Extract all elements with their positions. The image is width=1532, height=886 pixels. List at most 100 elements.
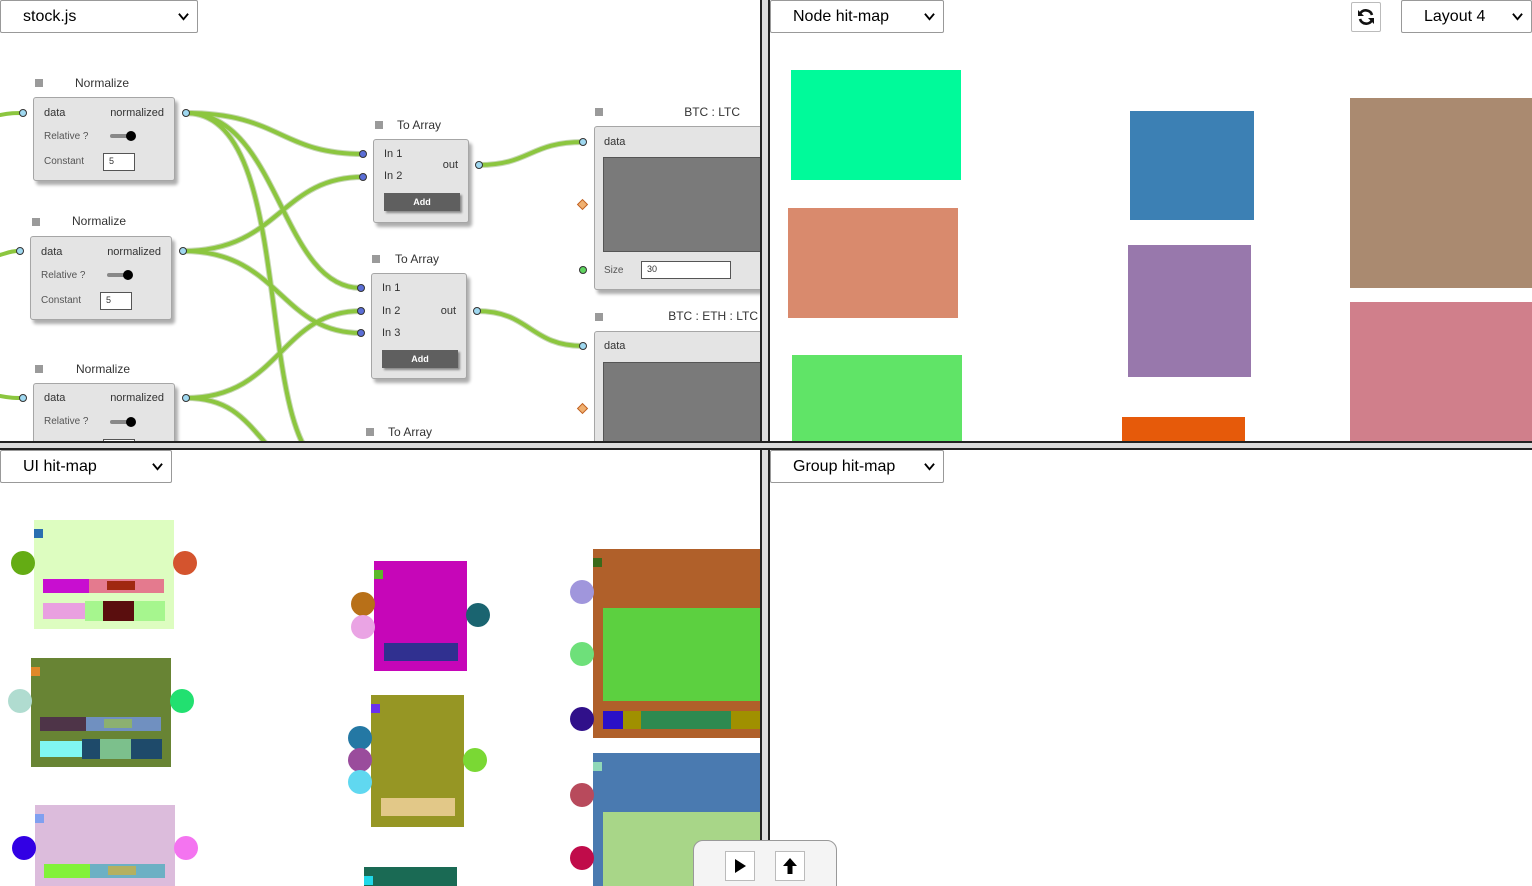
constant-label: Constant: [41, 295, 82, 306]
constant-input[interactable]: [103, 439, 135, 441]
hit-port: [8, 689, 32, 713]
hit-region: [1350, 302, 1532, 441]
port-label-in1: In 1: [384, 148, 403, 160]
hit-port: [351, 615, 375, 639]
file-select[interactable]: stock.js: [0, 0, 198, 33]
view-select-bottom-left[interactable]: UI hit-map: [0, 450, 172, 483]
wire: [181, 249, 363, 335]
view-select-bottom-right[interactable]: Group hit-map: [770, 450, 944, 483]
hit-region: [1130, 111, 1254, 220]
port-in: [359, 150, 367, 158]
node-title: To Array: [397, 118, 442, 132]
to-array-node[interactable]: In 1 In 2 out Add: [373, 139, 469, 223]
chevron-down-icon: [924, 13, 935, 21]
port-label-in1: In 1: [382, 282, 401, 294]
hit-region: [603, 608, 760, 701]
play-button[interactable]: [725, 851, 755, 881]
port-in: [357, 307, 365, 315]
normalize-node[interactable]: data normalized Relative ?: [33, 383, 175, 441]
hit-region: [107, 581, 135, 590]
hit-region: [603, 711, 623, 729]
node-title: To Array: [395, 252, 440, 266]
hit-region: [35, 814, 44, 823]
port-in: [16, 247, 24, 255]
hit-region: [40, 741, 82, 757]
port-out: [475, 161, 483, 169]
hit-region: [384, 643, 458, 661]
wire: [184, 111, 365, 156]
to-array-node[interactable]: In 1 In 2 In 3 out Add: [371, 273, 467, 379]
hit-port: [351, 592, 375, 616]
hit-region: [593, 558, 602, 567]
constant-input[interactable]: 5: [103, 153, 135, 171]
upload-button[interactable]: [775, 851, 805, 881]
node-hit-map-pane[interactable]: Node hit-map Layout 4: [770, 0, 1532, 441]
hit-region: [371, 704, 380, 713]
hit-port: [463, 748, 487, 772]
playback-toolbar: [693, 840, 837, 886]
node-title: BTC : LTC: [684, 105, 740, 119]
chart-view: [603, 362, 760, 441]
port-in: [359, 173, 367, 181]
play-icon: [735, 859, 746, 873]
size-input[interactable]: 30: [641, 261, 731, 279]
add-button[interactable]: Add: [384, 193, 460, 211]
hit-port: [173, 551, 197, 575]
group-hit-map-pane[interactable]: Group hit-map: [770, 450, 1532, 886]
hit-port: [570, 783, 594, 807]
node-handle[interactable]: [595, 313, 603, 321]
hit-port: [570, 707, 594, 731]
hit-port: [11, 551, 35, 575]
normalize-node[interactable]: data normalized Relative ? Constant 5: [30, 236, 172, 320]
port-label-data: data: [44, 107, 66, 119]
graph-editor-pane[interactable]: Normalize data normalized Relative ? Con…: [0, 0, 760, 441]
node-handle[interactable]: [35, 79, 43, 87]
view-select-top-right[interactable]: Node hit-map: [770, 0, 944, 33]
chevron-down-icon: [178, 13, 189, 21]
port-label-in2: In 2: [382, 305, 401, 317]
relative-toggle[interactable]: [110, 417, 136, 427]
normalize-node[interactable]: data normalized Relative ? Constant 5: [33, 97, 175, 181]
node-title: Normalize: [76, 362, 131, 376]
hit-port: [170, 689, 194, 713]
constant-input[interactable]: 5: [100, 292, 132, 310]
add-button[interactable]: Add: [382, 350, 458, 368]
btc-eth-ltc-chart-node[interactable]: data: [594, 331, 760, 441]
chart-view: [603, 157, 760, 252]
layout-select[interactable]: Layout 4: [1401, 0, 1532, 33]
wire: [184, 396, 267, 441]
constant-label: Constant: [44, 156, 85, 167]
hit-region: [381, 798, 455, 816]
hit-region: [104, 719, 132, 728]
node-handle[interactable]: [372, 255, 380, 263]
relative-toggle[interactable]: [107, 270, 133, 280]
relative-toggle[interactable]: [110, 131, 136, 141]
layout-select-value: Layout 4: [1424, 7, 1486, 25]
node-handle[interactable]: [375, 121, 383, 129]
hit-region: [31, 667, 40, 676]
btc-ltc-chart-node[interactable]: data Size 30: [594, 126, 760, 290]
port-label-normalized: normalized: [110, 107, 164, 119]
node-title: Normalize: [72, 214, 127, 228]
wire: [184, 309, 363, 400]
port-label-data: data: [41, 246, 63, 258]
hit-port: [12, 836, 36, 860]
ui-hit-map-pane[interactable]: UI hit-map: [0, 450, 760, 886]
port-diamond: [576, 402, 589, 415]
horizontal-splitter[interactable]: [0, 441, 1532, 450]
port-out: [182, 394, 190, 402]
node-handle[interactable]: [32, 218, 40, 226]
node-title: Normalize: [75, 76, 130, 90]
port-out: [182, 109, 190, 117]
hit-port: [570, 580, 594, 604]
port-label-out: out: [442, 159, 458, 171]
refresh-button[interactable]: [1351, 2, 1381, 32]
hit-port: [348, 770, 372, 794]
file-select-value: stock.js: [23, 7, 77, 25]
hit-region: [641, 711, 731, 729]
wire: [475, 309, 585, 348]
node-handle[interactable]: [595, 108, 603, 116]
node-handle[interactable]: [35, 365, 43, 373]
node-handle[interactable]: [366, 428, 374, 436]
